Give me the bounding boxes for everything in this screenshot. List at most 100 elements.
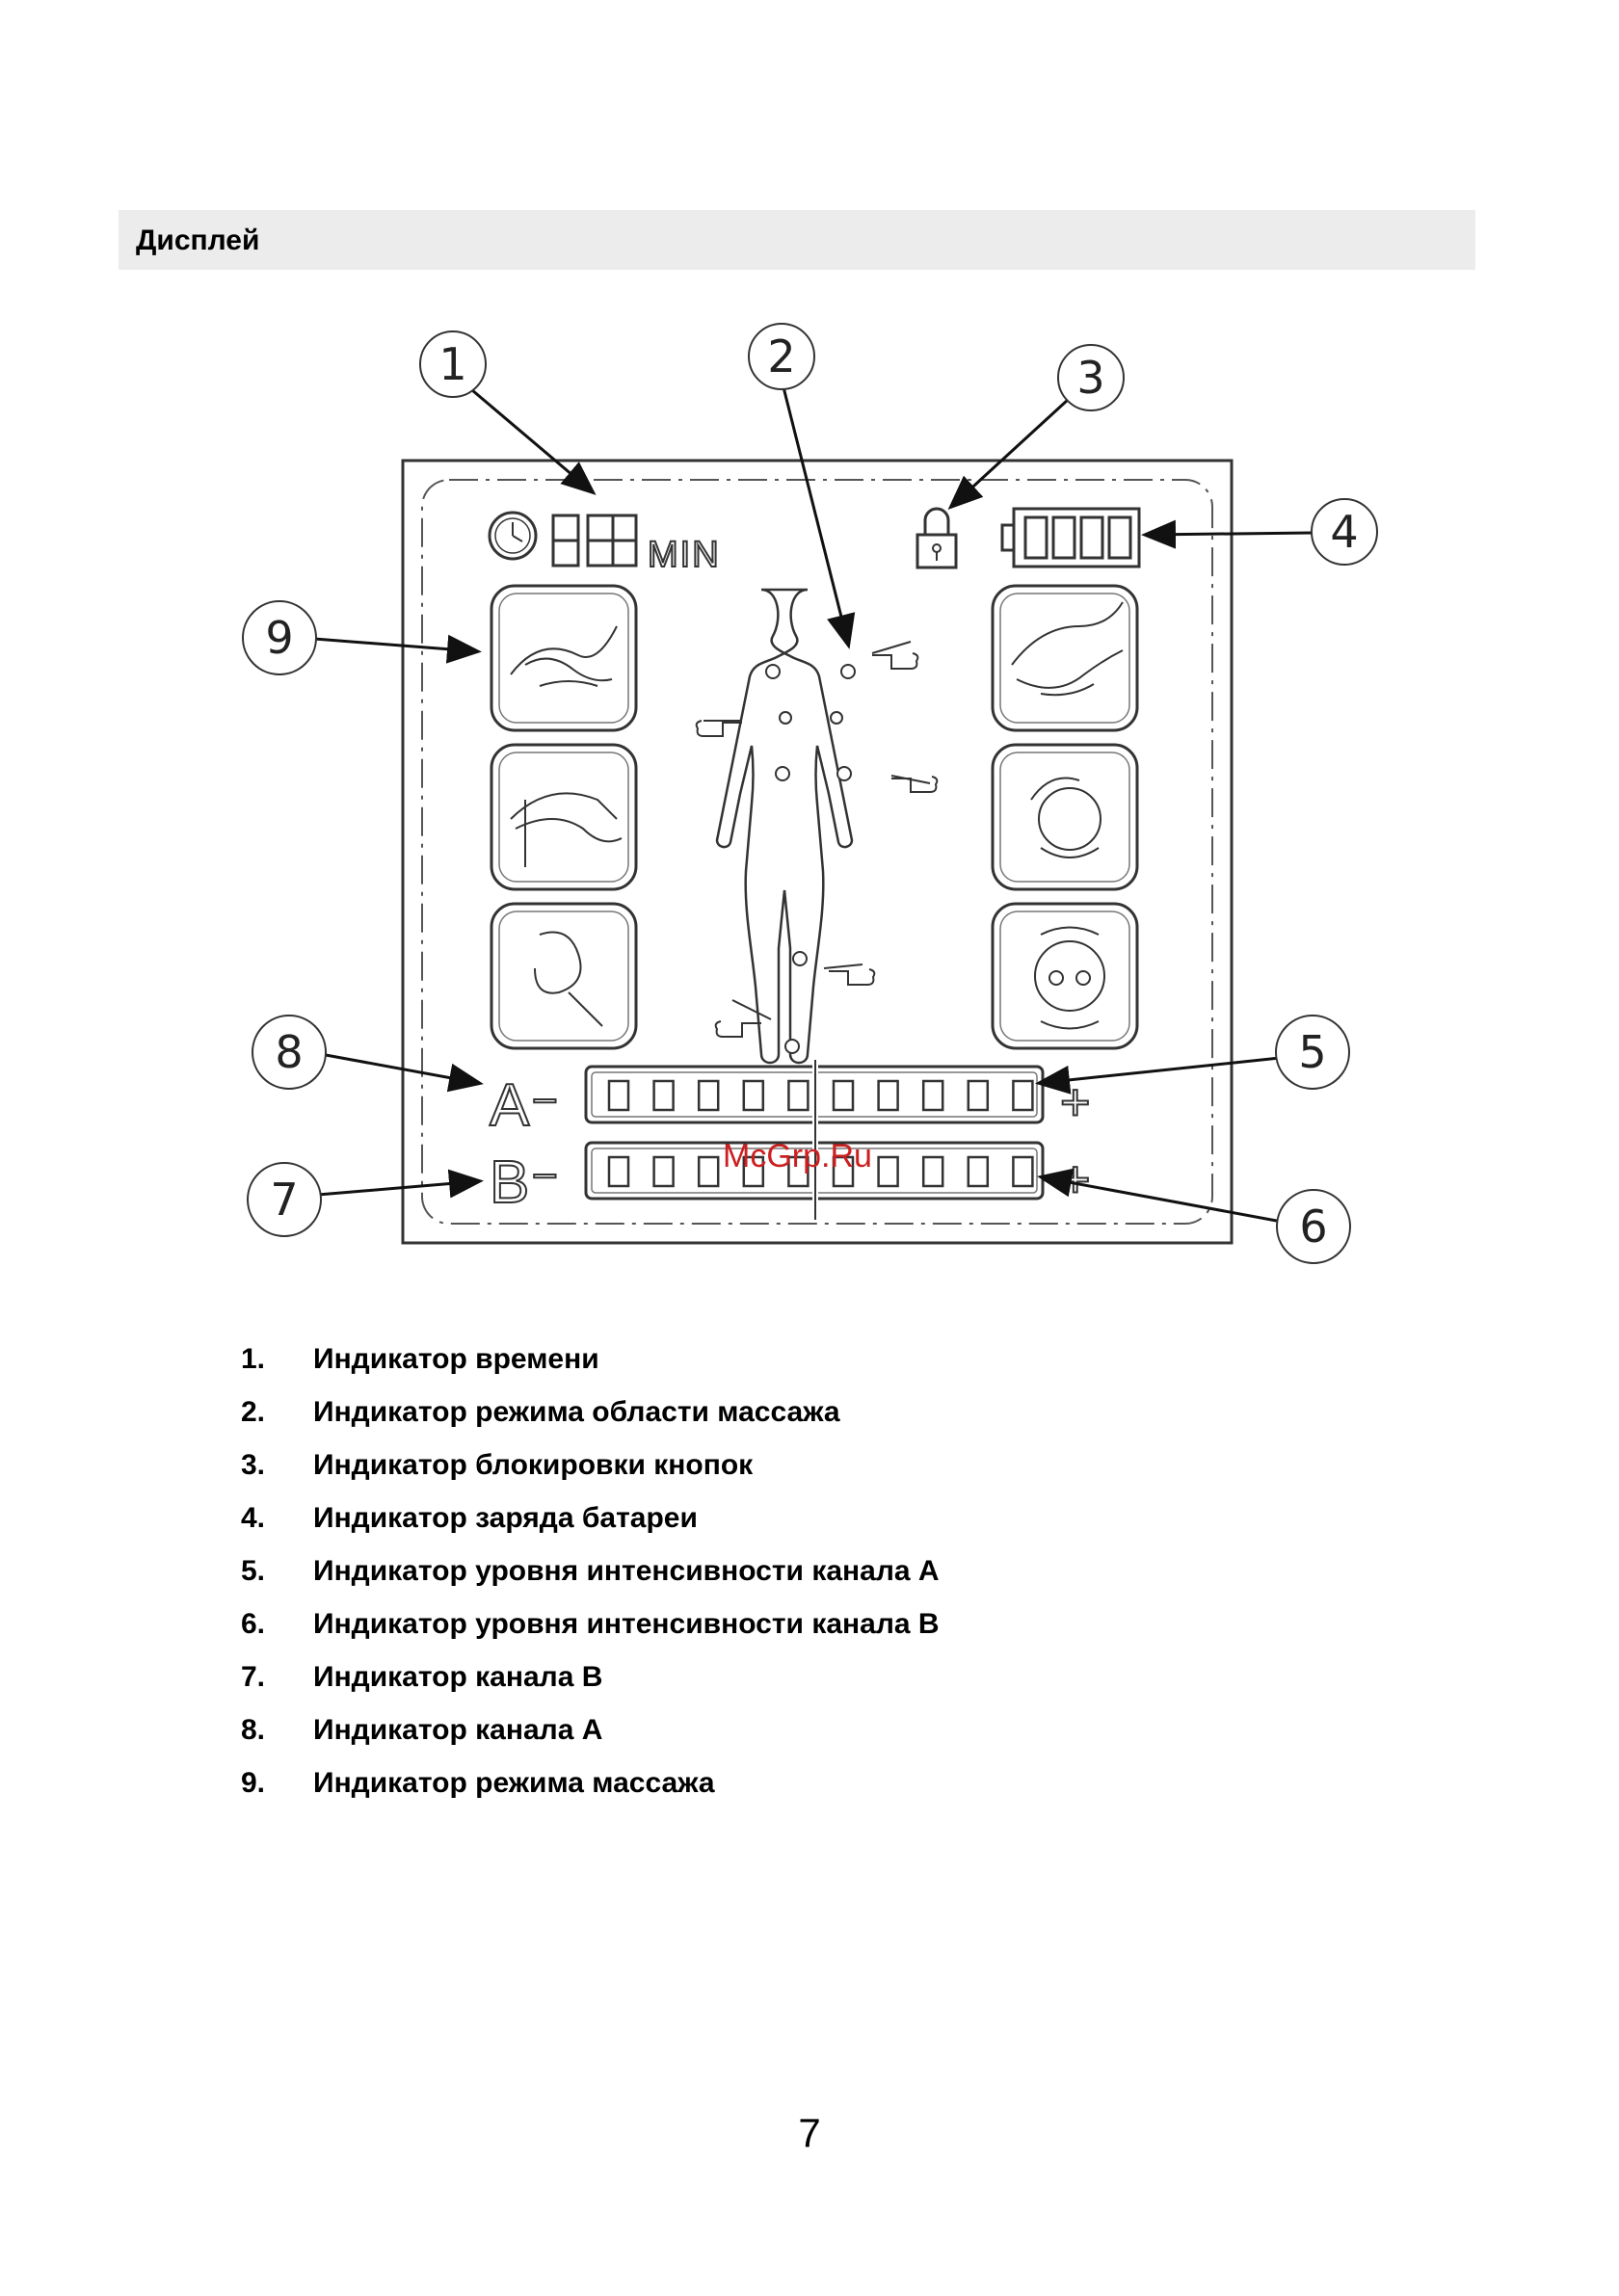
timer-seven-segment-digits	[551, 514, 638, 567]
lcd-frame	[401, 459, 1234, 1245]
watermark: McGrp.Ru	[723, 1138, 872, 1174]
level-segment	[877, 1079, 899, 1112]
section-header: Дисплей	[119, 210, 1475, 270]
clock-icon	[488, 511, 538, 561]
callout-5-number: 5	[1298, 1026, 1326, 1078]
lcd-inner-dashed-frame	[421, 479, 1213, 1225]
level-segment	[832, 1155, 855, 1188]
callout-6-number: 6	[1299, 1201, 1327, 1253]
callout-arrow-4	[1141, 519, 1314, 549]
legend-number: 3.	[241, 1448, 266, 1481]
channel-b-plus: +	[1060, 1150, 1091, 1208]
callout-5: 5	[1275, 1015, 1350, 1090]
legend-text: Индикатор заряда батареи	[313, 1501, 698, 1534]
mode-icon-left-3	[490, 902, 638, 1050]
page-number: 7	[798, 2110, 821, 2155]
callout-1-number: 1	[438, 338, 466, 390]
level-segment	[652, 1155, 675, 1188]
level-segment	[787, 1079, 810, 1112]
level-segment	[921, 1155, 944, 1188]
level-segment	[832, 1079, 855, 1112]
body-area-points	[765, 664, 856, 1054]
callout-4: 4	[1311, 498, 1378, 566]
battery-icon	[1000, 507, 1141, 568]
legend-number: 1.	[241, 1342, 266, 1375]
legend-text: Индикатор уровня интенсивности канала А	[313, 1554, 940, 1587]
level-segment	[742, 1079, 765, 1112]
mode-icons-right	[991, 584, 1139, 1050]
channel-a-minus: −	[532, 1075, 558, 1125]
timer-unit: MIN	[648, 535, 721, 575]
callout-arrow-6	[1037, 1168, 1283, 1224]
level-segment	[742, 1155, 765, 1188]
channel-b-label: B	[490, 1149, 529, 1216]
battery-indicator	[1000, 507, 1141, 568]
level-segment	[697, 1079, 720, 1112]
mode-icon-right-2	[991, 743, 1139, 891]
lock-indicator	[916, 507, 958, 569]
legend-number: 6.	[241, 1607, 266, 1640]
legend-text: Индикатор блокировки кнопок	[313, 1448, 754, 1481]
channel-a-row: A − +	[489, 1065, 1092, 1140]
level-segment	[967, 1079, 990, 1112]
mode-icon-right-1	[991, 584, 1139, 732]
legend-text: Индикатор канала В	[313, 1660, 603, 1693]
legend-text: Индикатор режима массажа	[313, 1766, 715, 1799]
channel-a-label: A	[490, 1072, 530, 1139]
body-area-indicator	[695, 588, 939, 1065]
legend-number: 8.	[241, 1713, 266, 1746]
callout-arrow-9	[313, 634, 482, 664]
pointing-hand-icons	[695, 641, 939, 1038]
callout-6: 6	[1276, 1189, 1351, 1264]
level-segment	[787, 1155, 810, 1188]
level-segment	[921, 1079, 944, 1112]
legend-text: Индикатор канала А	[313, 1713, 603, 1746]
level-segment	[697, 1155, 720, 1188]
callout-arrow-5	[1035, 1056, 1281, 1095]
legend-number: 9.	[241, 1766, 266, 1799]
callout-9: 9	[242, 600, 317, 675]
legend-item: 4. Индикатор заряда батареи	[241, 1491, 940, 1544]
lock-icon	[916, 507, 958, 569]
legend-text: Индикатор режима области массажа	[313, 1395, 840, 1428]
legend-item: 6. Индикатор уровня интенсивности канала …	[241, 1597, 940, 1650]
channel-b-minus: −	[532, 1150, 558, 1201]
callout-2-number: 2	[767, 330, 795, 383]
legend-number: 4.	[241, 1501, 266, 1534]
callout-arrow-7	[317, 1169, 484, 1199]
callout-3-number: 3	[1076, 352, 1104, 404]
legend-item: 5. Индикатор уровня интенсивности канала …	[241, 1544, 940, 1597]
level-segment	[1012, 1079, 1034, 1112]
callout-9-number: 9	[265, 612, 293, 664]
legend-text: Индикатор уровня интенсивности канала В	[313, 1607, 940, 1640]
legend-number: 2.	[241, 1395, 266, 1428]
legend-text: Индикатор времени	[313, 1342, 599, 1375]
level-segment	[877, 1155, 899, 1188]
legend-item: 2. Индикатор режима области массажа	[241, 1386, 940, 1438]
legend-item: 7.Индикатор канала В	[241, 1650, 940, 1703]
legend-list: 1. Индикатор времени 2. Индикатор режима о…	[241, 1333, 940, 1809]
mode-icon-left-1	[490, 584, 638, 732]
timer-indicator: MIN	[488, 511, 721, 576]
legend-number: 5.	[241, 1554, 266, 1587]
callout-7-number: 7	[270, 1174, 298, 1226]
callout-circles: 1 2 3 4 5 6 7 8 9	[242, 323, 1378, 1264]
callout-4-number: 4	[1330, 506, 1358, 558]
callout-arrow-1	[471, 388, 597, 495]
level-segment	[967, 1155, 990, 1188]
callout-arrow-8	[325, 1053, 484, 1093]
callout-3: 3	[1057, 344, 1125, 411]
legend-item: 3. Индикатор блокировки кнопок	[241, 1438, 940, 1491]
section-title: Дисплей	[136, 224, 260, 256]
callout-8: 8	[252, 1015, 327, 1090]
legend-item: 1. Индикатор времени	[241, 1333, 940, 1386]
massage-mode-icons	[490, 584, 638, 1050]
callout-8-number: 8	[275, 1026, 303, 1078]
level-segment	[1012, 1155, 1034, 1188]
mode-icon-right-3	[991, 902, 1139, 1050]
level-segment	[607, 1155, 630, 1188]
channel-a-plus: +	[1060, 1073, 1091, 1131]
level-segment	[607, 1079, 630, 1112]
callout-arrow-3	[947, 398, 1070, 511]
